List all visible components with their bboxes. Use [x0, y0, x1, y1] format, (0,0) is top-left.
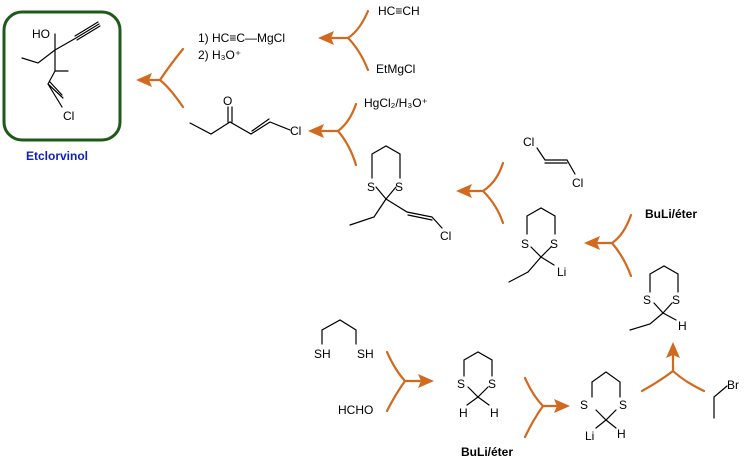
arrow-alkylation [456, 161, 505, 225]
dichloroethene-cl-top: Cl [523, 135, 534, 149]
dithiane-li: S S Li H [580, 371, 627, 443]
ethyl-bromide-skeleton [713, 385, 728, 419]
deprot-1-reagent: BuLi/éter [645, 207, 697, 221]
dithiane-h-left: H [459, 406, 468, 420]
dithiane-li-skeleton [591, 371, 621, 429]
enone-ketone: O Cl [189, 94, 301, 138]
product-highlight-box [2, 10, 122, 142]
propanedithiol-skeleton [321, 319, 357, 345]
ketone-o-label: O [223, 94, 232, 108]
deprot-2-reagent: BuLi/éter [461, 445, 513, 459]
arrow-thioacetal [385, 350, 434, 413]
product-cl-label: Cl [63, 109, 74, 123]
propanedithiol-sh-right: SH [357, 347, 374, 361]
arrow-grignard-to-product [136, 47, 185, 109]
dithiane-ethyl-h-skeleton [629, 265, 679, 331]
dithiane-vinyl-cl: Cl [440, 229, 451, 243]
formaldehyde: HCHO [338, 403, 373, 417]
dithiane-ethyl-li-skeleton [508, 207, 556, 283]
arrowhead [418, 374, 434, 388]
dithiane-ethyl-h: S S H [629, 265, 687, 333]
arrowhead [308, 124, 324, 138]
dichloroethene-skeleton [536, 147, 576, 175]
arrowhead [456, 184, 472, 198]
dithiane-vinyl-s-left: S [367, 180, 375, 194]
dithiane-ethyl-li: S S Li [508, 207, 566, 283]
dithiane-s-right: S [488, 377, 496, 391]
product-etclorvinol: HO Cl Etclorvinol [2, 10, 122, 163]
product-name: Etclorvinol [26, 149, 88, 163]
dithiane-vinyl: S S Cl [349, 145, 451, 243]
dithiane-ethyl-h-s-right: S [672, 293, 680, 307]
ethyl-bromide: Br [713, 378, 739, 419]
dithiane-ethyl-h-s-left: S [643, 293, 651, 307]
dithiane-li-s-right: S [619, 398, 627, 412]
grignard-line1: 1) HC≡C—MgCl [198, 31, 285, 45]
grignard-reagents: 1) HC≡C—MgCl 2) H₃O⁺ [198, 31, 285, 62]
grignard-line2: 2) H₃O⁺ [198, 48, 241, 62]
acetylene-label: HC≡CH [378, 4, 420, 18]
arrowhead [554, 399, 570, 413]
dithiane-s-left: S [457, 377, 465, 391]
arrowhead [584, 236, 600, 250]
arrow-grignard-prep [318, 9, 370, 72]
propanedithiol-sh-left: SH [314, 347, 331, 361]
dithiane-skeleton [463, 351, 493, 406]
product-skeleton [21, 21, 101, 108]
dithiane-ethyl-h-h: H [678, 319, 687, 333]
arrowhead [318, 31, 334, 45]
dichloroethene-cl-bottom: Cl [572, 176, 583, 190]
hydrolysis-reagent: HgCl₂/H₃O⁺ [364, 96, 428, 110]
ethyl-bromide-br: Br [727, 378, 739, 392]
arrowhead [136, 73, 152, 87]
dithiane-li-h: H [617, 427, 626, 441]
ketone-cl-label: Cl [290, 124, 301, 138]
dithiane-h-right: H [490, 406, 499, 420]
dithiane-ethyl-li-s-right: S [550, 237, 558, 251]
dithiane: S S H H [457, 351, 499, 420]
dithiane-vinyl-skeleton [349, 145, 443, 229]
dithiane-ethyl-li-s-left: S [521, 237, 529, 251]
dithiane-li-s-left: S [580, 398, 588, 412]
arrow-hydrolysis [308, 102, 358, 167]
dithiane-vinyl-s-right: S [395, 180, 403, 194]
dithiane-li-li: Li [585, 429, 594, 443]
etmgcl-label: EtMgCl [376, 62, 415, 76]
arrow-alkylation-2 [640, 342, 706, 393]
arrow-deprot-2 [523, 376, 570, 439]
grignard-prep-reagents: HC≡CH EtMgCl [376, 4, 420, 76]
dithiane-ethyl-li-li: Li [557, 265, 566, 279]
arrow-deprot-1 [584, 213, 633, 278]
arrowhead [666, 342, 680, 358]
dichloroethene: Cl Cl [523, 135, 583, 190]
ketone-skeleton [189, 106, 291, 135]
product-oh-label: HO [32, 27, 50, 41]
propanedithiol: SH SH [314, 319, 374, 361]
